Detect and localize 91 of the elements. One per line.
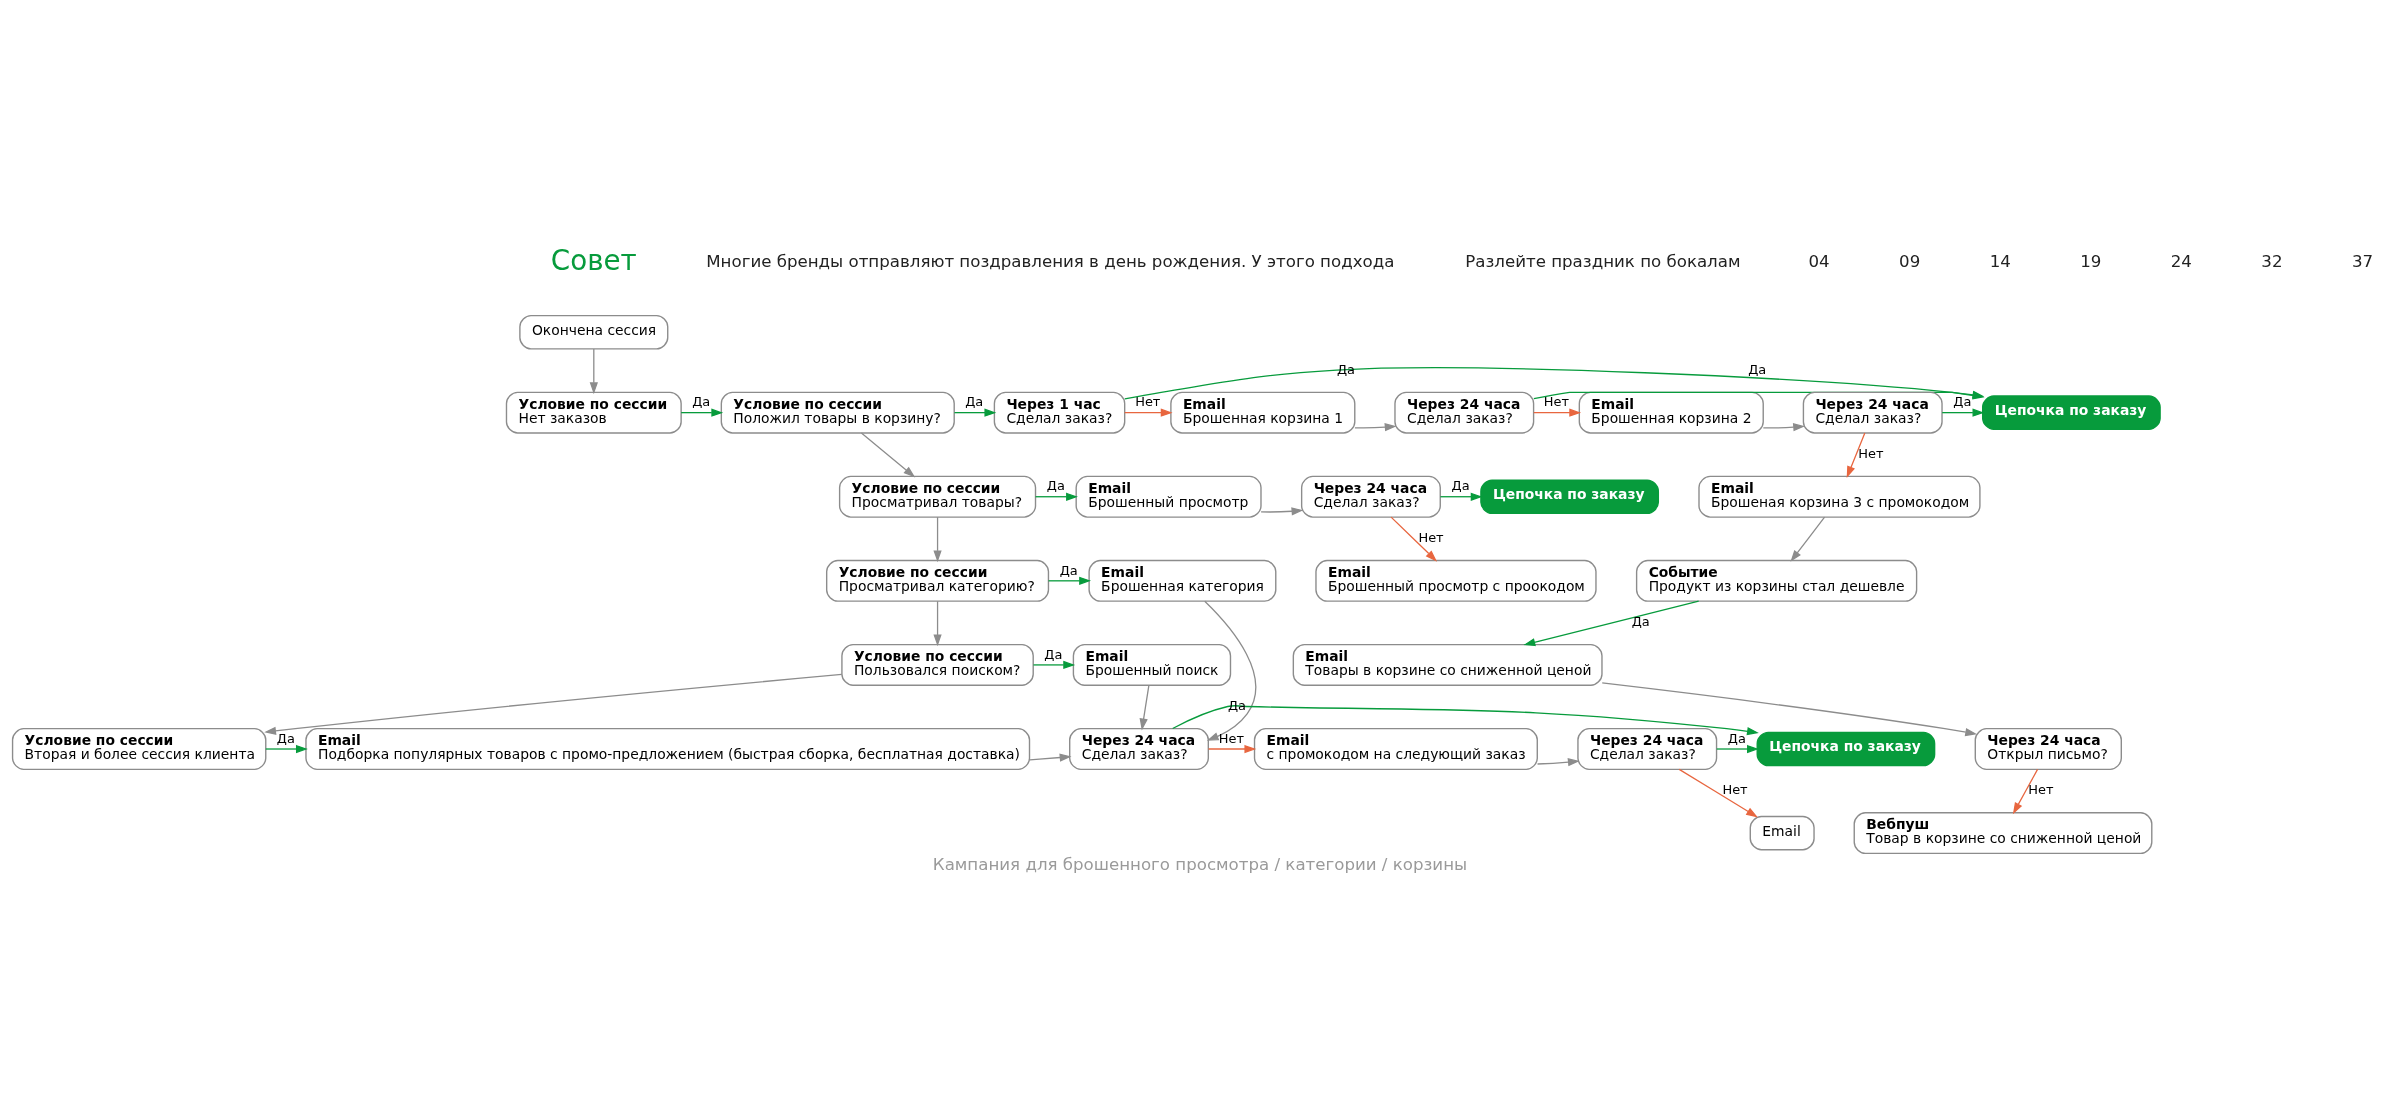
node-box: Цепочка по заказу — [1756, 731, 1936, 766]
node-box: Условие по сессии Нет заказов — [505, 391, 682, 434]
edge-label: Да — [692, 393, 711, 409]
arrow — [2012, 768, 2039, 814]
arrow — [1533, 408, 1582, 417]
node-box: Email Товары в корзине со сниженной ценой — [1292, 643, 1603, 686]
node-box: Условие по сессии Положил товары в корзину? — [720, 391, 955, 434]
node-box: Email Брошенный просмотр — [1075, 475, 1262, 518]
edge-label: Да — [1044, 646, 1063, 662]
edge-label: Да — [276, 730, 295, 746]
label: 09 — [1899, 251, 1921, 271]
label: Разлейте праздник по бокалам — [1465, 251, 1741, 271]
arrow — [1124, 408, 1173, 417]
label: 37 — [2351, 251, 2374, 271]
arrow — [1762, 422, 1806, 431]
node-box: Через 24 часа Открыл письмо? — [1974, 727, 2122, 770]
edge-label: Нет — [1858, 445, 1884, 461]
arrow — [1846, 431, 1866, 478]
arrow — [1260, 506, 1304, 515]
arrow — [1601, 681, 1978, 736]
node-box: Email с промокодом на следующий заказ — [1253, 727, 1538, 770]
node-box: Через 1 час Сделал заказ? — [993, 391, 1126, 434]
arrow — [1941, 408, 1985, 417]
node-box: Email Брошенная корзина 2 — [1578, 391, 1764, 434]
edge-label: Да — [1451, 477, 1470, 493]
arrow — [1207, 744, 1257, 753]
edge-label: Да — [1046, 477, 1065, 493]
node-box: Через 24 часа Сделал заказ? — [1577, 727, 1718, 770]
node-box: Цепочка по заказу — [1982, 394, 2161, 430]
edge-label: Да — [1953, 393, 1972, 409]
node-box: Окончена сессия — [519, 314, 669, 350]
arrow — [265, 744, 308, 753]
label: Многие бренды отправляют поздравления в день рождения. У этого подхода — [706, 251, 1395, 271]
node-box: Email — [1749, 815, 1815, 850]
arrow — [860, 431, 916, 477]
edge-label: Да — [1727, 730, 1746, 746]
node-box: Email Брошенный поиск — [1072, 643, 1232, 686]
label: 19 — [2080, 251, 2102, 271]
edge-label: Да — [1631, 613, 1650, 629]
edge-label: Нет — [1722, 781, 1748, 797]
label: 14 — [1989, 251, 2011, 271]
arrow — [1029, 752, 1072, 762]
node-box: Email Брошенная корзина 1 — [1170, 391, 1356, 434]
label: Совет — [550, 243, 637, 277]
edge-label: Нет — [1418, 529, 1444, 545]
node-box: Событие Продукт из корзины стал дешевле — [1635, 559, 1918, 602]
caption: Кампания для брошенного просмотра / категории / корзины — [932, 854, 1468, 874]
node-box: Email Брошеная корзина 3 с промокодом — [1698, 475, 1981, 518]
arrow — [1172, 704, 1759, 735]
arrow — [1034, 492, 1078, 501]
node-box: Email Брошенный просмотр с проокодом — [1315, 559, 1597, 602]
label: 32 — [2261, 251, 2283, 271]
node-box: Email Подборка популярных товаров с промо-предложением (быстрая сборка, бесплатная доставка) — [305, 727, 1031, 770]
edge-label: Нет — [1543, 393, 1570, 409]
arrow — [1047, 576, 1091, 585]
arrow — [264, 673, 843, 735]
arrow — [1523, 600, 1700, 646]
arrow — [1678, 768, 1758, 817]
arrow — [1716, 744, 1759, 753]
node-box: Цепочка по заказу — [1480, 478, 1660, 514]
arrow — [680, 408, 724, 417]
arrow — [1536, 757, 1580, 766]
node-box: Условие по сессии Вторая и более сессия клиента — [11, 727, 267, 770]
arrow — [1390, 516, 1438, 562]
node-box: Условие по сессии Пользовался поиском? — [841, 643, 1034, 686]
node-box: Условие по сессии Просматривал категорию? — [826, 559, 1050, 602]
arrow — [933, 516, 942, 562]
arrow — [1439, 492, 1483, 501]
node-box: Через 24 часа Сделал заказ? — [1069, 727, 1209, 770]
node-box: Вебпуш Товар в корзине со сниженной ценой — [1853, 811, 2153, 854]
node-box: Условие по сессии Просматривал товары? — [838, 475, 1037, 518]
node-box: Через 24 часа Сделал заказ? — [1300, 475, 1441, 518]
node-box: Через 24 часа Сделал заказ? — [1394, 391, 1535, 434]
label: 24 — [2170, 251, 2192, 271]
arrow — [589, 347, 598, 394]
edge-label: Да — [965, 393, 984, 409]
edge-label: Нет — [2028, 781, 2054, 797]
edge-label: Нет — [1218, 730, 1245, 746]
arrow — [1354, 422, 1397, 431]
arrow — [1032, 660, 1076, 669]
arrow — [1139, 684, 1150, 730]
arrow — [1790, 516, 1826, 562]
node-box: Через 24 часа Сделал заказ? — [1802, 391, 1943, 434]
arrow — [953, 408, 997, 417]
arrow — [933, 600, 942, 646]
edge-label: Да — [1059, 562, 1078, 578]
arrow — [1204, 600, 1257, 741]
edge-label: Нет — [1135, 393, 1161, 409]
label: 04 — [1808, 251, 1830, 271]
node-box: Email Брошенная категория — [1088, 559, 1277, 602]
edge-label: Да — [1748, 361, 1767, 377]
